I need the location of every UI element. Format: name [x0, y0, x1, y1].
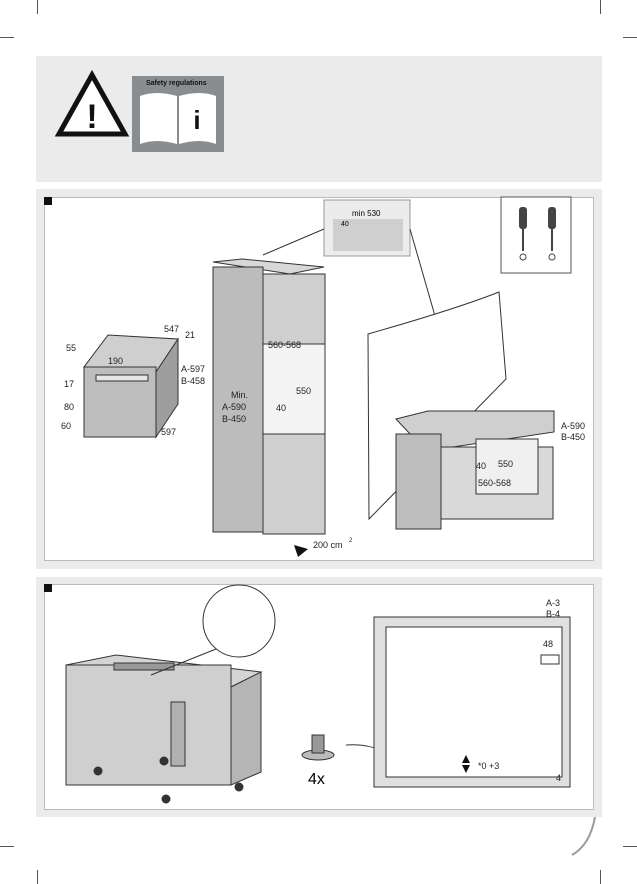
svg-text:Min.: Min.	[231, 390, 248, 400]
svg-text:48: 48	[543, 639, 553, 649]
crop-mark	[37, 870, 38, 884]
svg-text:B-4: B-4	[546, 609, 560, 619]
svg-text:i: i	[193, 105, 200, 135]
safety-graphics: ! Safety regulations i	[54, 69, 224, 152]
section-bullet	[44, 197, 52, 205]
crop-mark	[623, 846, 637, 847]
svg-text:560-568: 560-568	[268, 340, 301, 350]
flat-screwdriver-icon	[519, 207, 527, 261]
svg-text:4x: 4x	[308, 771, 325, 788]
crop-mark	[600, 870, 601, 884]
cavity-drawing	[373, 616, 571, 788]
svg-text:40: 40	[341, 221, 349, 228]
tools-box	[500, 196, 572, 274]
svg-text:55: 55	[66, 343, 76, 353]
svg-text:2: 2	[349, 538, 353, 544]
svg-text:A-3: A-3	[546, 598, 560, 608]
page-corner-curl-icon	[571, 816, 596, 856]
svg-text:190: 190	[108, 356, 123, 366]
svg-text:200 cm: 200 cm	[313, 540, 343, 550]
detail-zoom	[202, 584, 276, 658]
installation-figure-2: 4x A-3 B-4 48 4 *0 +3	[36, 577, 602, 817]
svg-text:!: !	[86, 98, 97, 136]
crop-mark	[623, 37, 637, 38]
installation-figure-1: 547 21 55 190 A-597 B-458 17 80 60 597 5…	[36, 189, 602, 569]
svg-text:550: 550	[296, 386, 311, 396]
svg-text:B-458: B-458	[181, 376, 205, 386]
svg-text:40: 40	[476, 461, 486, 471]
crop-mark	[0, 37, 14, 38]
adjust-foot-icon	[301, 734, 335, 761]
vent-arrow-icon	[294, 545, 308, 557]
installation-drawing: 547 21 55 190 A-597 B-458 17 80 60 597 5…	[61, 196, 585, 557]
svg-text:B-450: B-450	[561, 432, 585, 442]
oven-drawing	[83, 334, 179, 439]
manual-info-icon: Safety regulations i	[132, 76, 224, 152]
crop-mark	[37, 0, 38, 14]
svg-text:A-597: A-597	[181, 364, 205, 374]
svg-text:40: 40	[276, 403, 286, 413]
tall-cabinet-drawing	[212, 258, 326, 535]
svg-text:A-590: A-590	[222, 402, 246, 412]
svg-text:A-590: A-590	[561, 421, 585, 431]
crop-mark	[600, 0, 601, 14]
svg-text:80: 80	[64, 402, 74, 412]
svg-text:B-450: B-450	[222, 414, 246, 424]
section-bullet	[44, 584, 52, 592]
height-adjust-icon	[462, 755, 470, 773]
warning-triangle-icon: !	[54, 69, 130, 137]
svg-text:550: 550	[498, 459, 513, 469]
safety-panel: ! Safety regulations i	[36, 56, 602, 182]
svg-text:60: 60	[61, 421, 71, 431]
svg-text:4: 4	[556, 773, 561, 783]
crop-mark	[0, 846, 14, 847]
phillips-screwdriver-icon	[548, 207, 556, 261]
svg-text:min 530: min 530	[352, 209, 381, 218]
svg-text:17: 17	[64, 379, 74, 389]
leveling-drawing: 4x A-3 B-4 48 4 *0 +3	[65, 584, 571, 804]
manual-title: Safety regulations	[146, 80, 207, 87]
svg-text:21: 21	[185, 330, 195, 340]
svg-text:*0 +3: *0 +3	[478, 761, 499, 771]
svg-text:560-568: 560-568	[478, 478, 511, 488]
svg-text:547: 547	[164, 324, 179, 334]
counter-drawing	[367, 291, 555, 530]
oven-front-drawing	[65, 654, 263, 804]
svg-text:597: 597	[161, 427, 176, 437]
